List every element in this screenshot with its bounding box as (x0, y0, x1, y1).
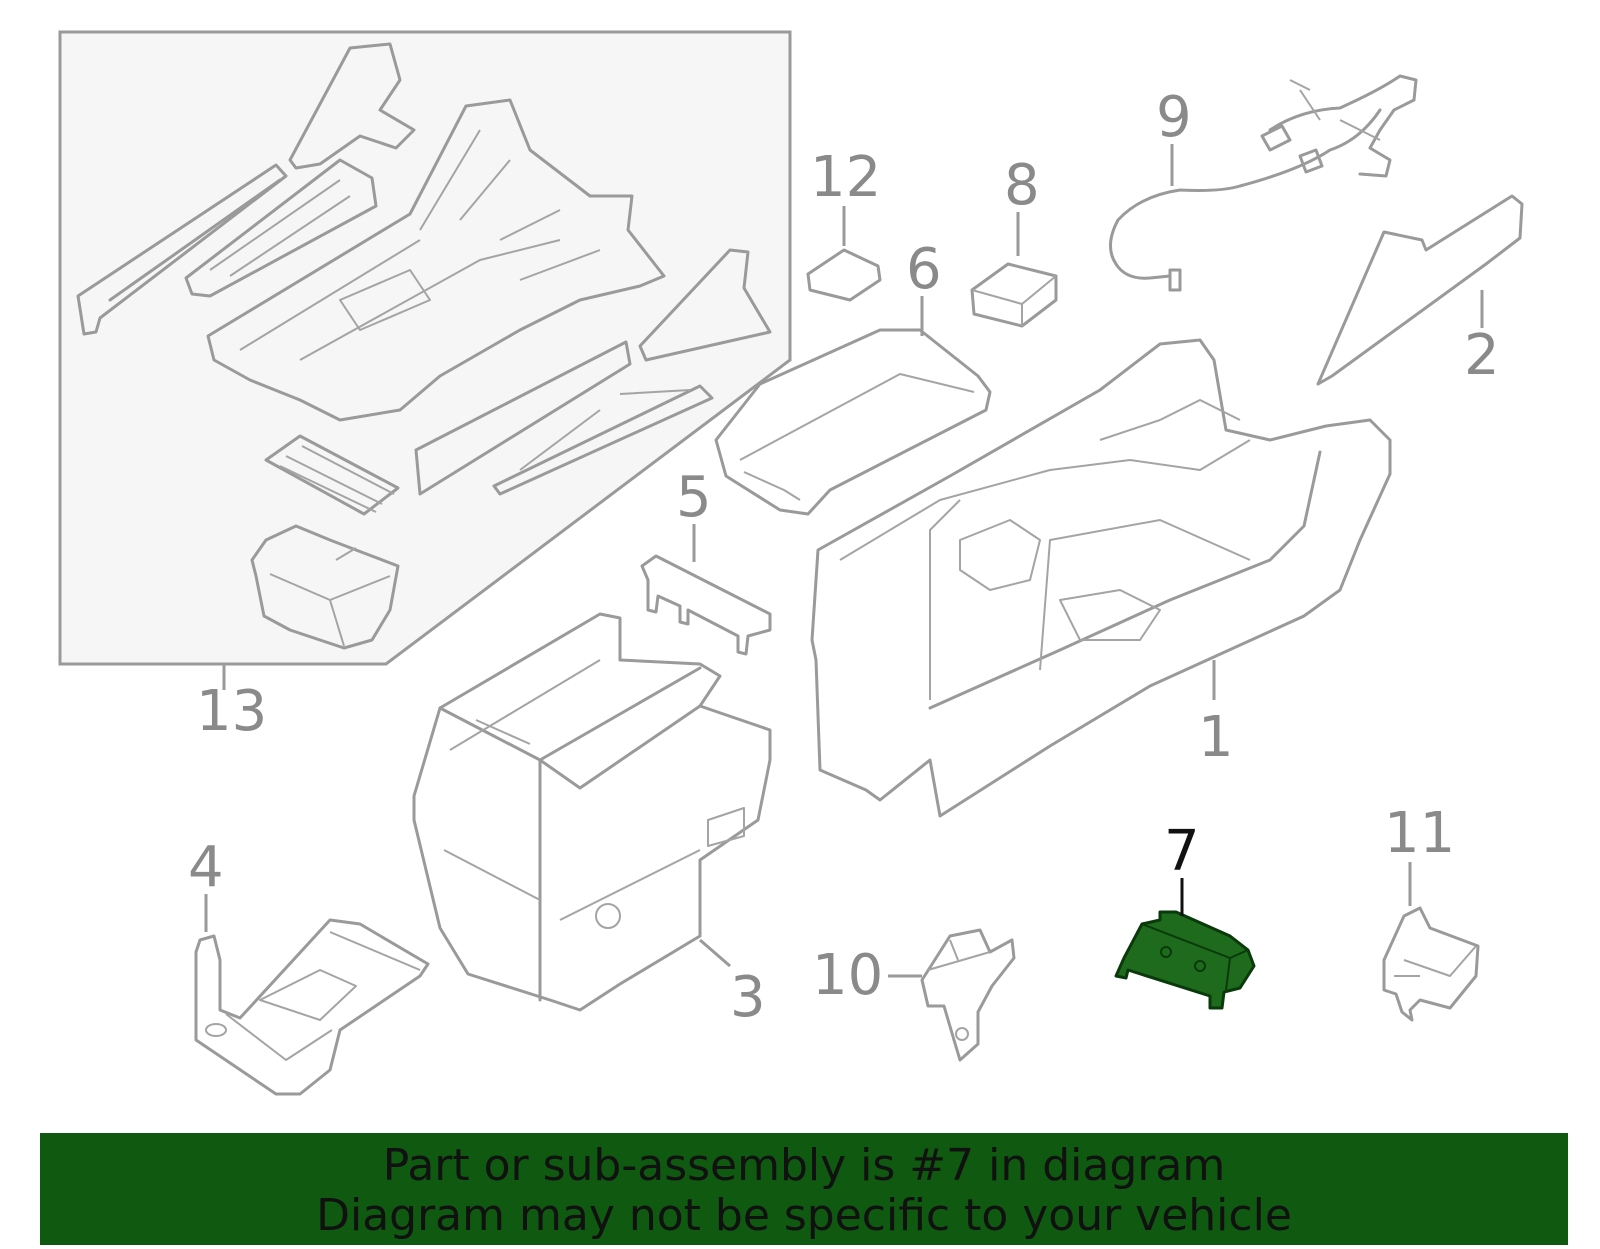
callout-7: 7 (1164, 819, 1200, 884)
part-1[interactable] (810, 338, 1392, 818)
info-banner: Part or sub-assembly is #7 in diagram Di… (40, 1133, 1568, 1245)
callout-5: 5 (676, 465, 712, 530)
part-3[interactable] (412, 612, 772, 1012)
part-11[interactable] (1382, 906, 1480, 1022)
callout-13: 13 (196, 679, 267, 744)
part-13-inset[interactable] (58, 30, 792, 666)
part-7-highlight[interactable] (1114, 910, 1256, 1010)
inset-box (58, 30, 792, 666)
callout-10: 10 (812, 943, 883, 1008)
part-12[interactable] (806, 248, 882, 302)
callout-6: 6 (906, 237, 942, 302)
part-4[interactable] (194, 918, 430, 1096)
callout-12: 12 (810, 145, 881, 210)
part-9[interactable] (1109, 74, 1418, 292)
banner-line-2: Diagram may not be specific to your vehi… (316, 1190, 1292, 1241)
callout-2: 2 (1464, 323, 1500, 388)
part-6[interactable] (714, 328, 992, 516)
callout-8: 8 (1004, 153, 1040, 218)
callout-9: 9 (1156, 85, 1192, 150)
part-8[interactable] (970, 262, 1058, 328)
part-5[interactable] (640, 554, 772, 656)
callout-11: 11 (1384, 801, 1455, 866)
callout-3: 3 (730, 965, 766, 1030)
part-2[interactable] (1316, 194, 1524, 386)
banner-line-1: Part or sub-assembly is #7 in diagram (382, 1140, 1226, 1191)
callout-4: 4 (188, 835, 224, 900)
callout-1: 1 (1198, 705, 1234, 770)
part-10[interactable] (920, 928, 1016, 1062)
